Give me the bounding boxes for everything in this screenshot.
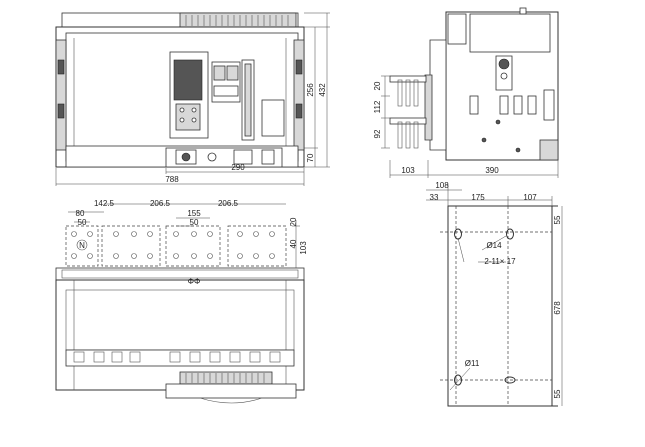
terminal-view [55,203,305,404]
dim-pitch-b: 206.5 [150,199,171,208]
dim-width-total: 788 [165,175,179,184]
dim-m-55-top: 55 [553,215,562,224]
dim-w-50b: 50 [190,218,199,227]
mounting-view [426,184,563,407]
dim-v-103: 103 [299,241,308,255]
dim-height-mid: 256 [306,83,315,97]
dim-side-depth-front: 103 [401,166,415,175]
dim-m-175: 175 [471,193,485,202]
dim-side-low: 92 [373,129,382,138]
dim-width-inner: 290 [231,163,245,172]
dim-m-678: 678 [553,301,562,315]
dim-height-low: 70 [306,153,315,162]
dim-m-55-bot: 55 [553,389,562,398]
dim-w-50a: 50 [78,218,87,227]
hole-large-label: Ø14 [486,241,502,250]
dim-v-20: 20 [289,217,298,226]
dim-side-mid: 112 [373,100,382,113]
side-view [381,7,559,178]
hole-slot-label: 2-11× 17 [484,257,516,266]
dim-w-80: 80 [76,209,85,218]
dim-side-top: 20 [373,81,382,90]
dim-height-total: 432 [318,83,327,97]
neutral-label: N [79,241,85,250]
dim-pitch-a: 142.5 [94,199,115,208]
dim-m-33: 33 [430,193,439,202]
dim-m-108: 108 [435,181,449,190]
dim-m-107: 107 [523,193,537,202]
hole-small-label: Ø11 [465,359,480,368]
dim-pitch-d: 206.5 [218,199,239,208]
dim-v-40: 40 [289,239,298,248]
front-view [55,12,330,186]
dim-pitch-c: 155 [187,209,201,218]
dim-side-depth-total: 390 [485,166,499,175]
phase-mark: ΦΦ [188,277,201,286]
